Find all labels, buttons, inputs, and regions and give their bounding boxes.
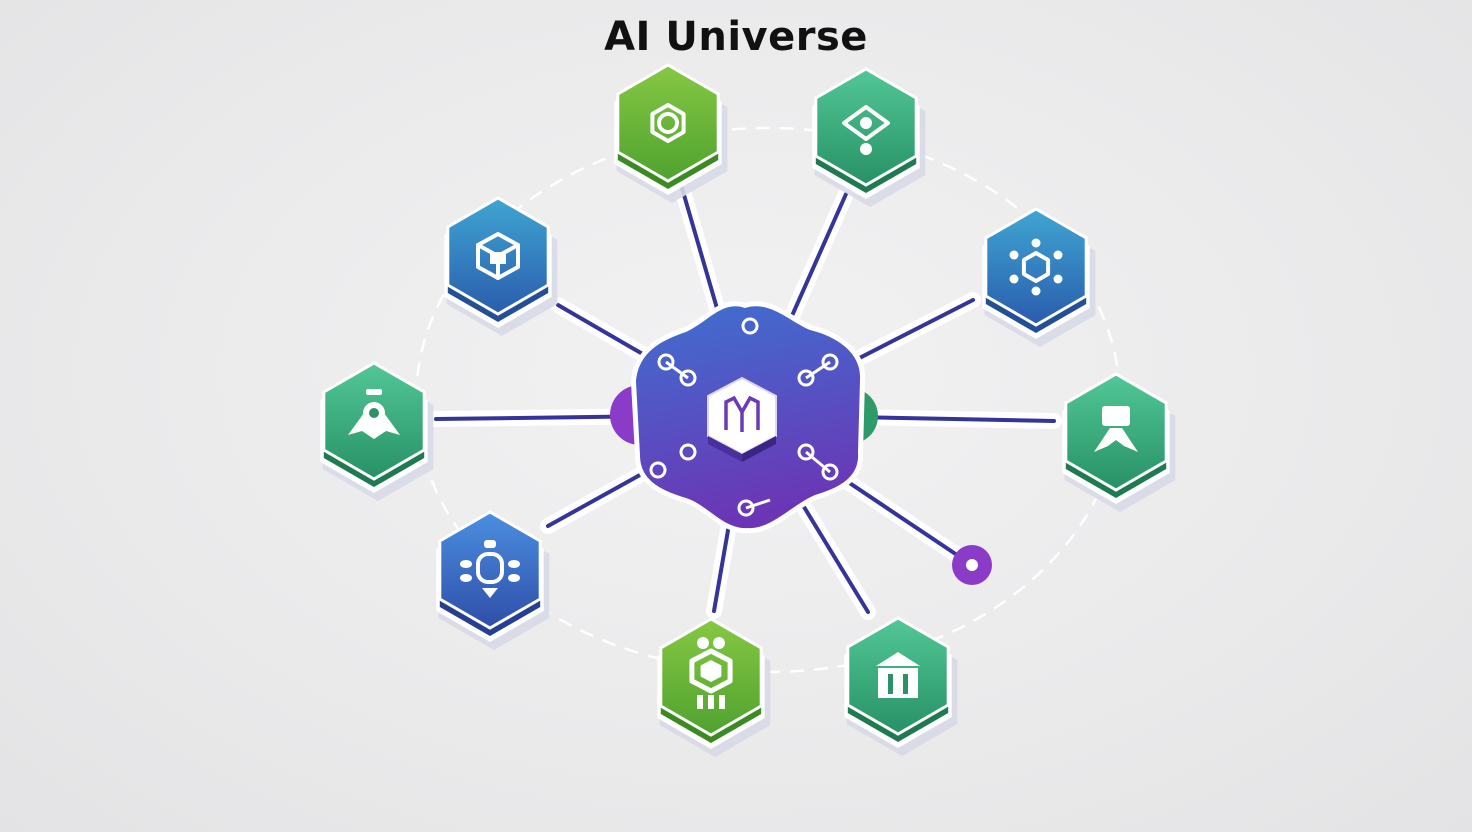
node-top-right-teal[interactable] (812, 67, 926, 207)
hub-circuit-dot (821, 353, 839, 371)
beetle-bot-icon (460, 540, 520, 598)
person-icon (1094, 406, 1138, 452)
cube-logo-icon (707, 376, 777, 462)
node-left-teal[interactable] (320, 361, 434, 501)
pillar-building-icon (876, 652, 920, 698)
node-right-teal[interactable] (1062, 372, 1176, 512)
eye-pin-icon (842, 105, 890, 155)
hub-circuit-dot (649, 461, 667, 479)
page-title: AI Universe (604, 14, 868, 60)
hub-circuit-dot (797, 443, 815, 461)
cube-stack-icon (476, 232, 520, 280)
hub-circuit-dot (741, 317, 759, 335)
hub-circuit-dot (679, 369, 697, 387)
node-left-lower-blue[interactable] (436, 510, 550, 650)
hub-circuit-dot (679, 443, 697, 461)
nodes (320, 63, 1176, 757)
node-bottom-right-teal[interactable] (844, 616, 958, 756)
node-bottom-green[interactable] (657, 617, 771, 757)
central-hub[interactable] (610, 301, 878, 534)
hub-circuit-dot (821, 463, 839, 481)
molecule-network-icon (1009, 238, 1063, 296)
hub-circuit-dot (737, 499, 755, 517)
hub-circuit-dot (657, 353, 675, 371)
robot-head-icon (348, 389, 400, 439)
endpoint-dot[interactable] (952, 545, 992, 585)
hexagon-ring-icon (650, 103, 686, 143)
node-top-left-green[interactable] (614, 63, 728, 203)
node-right-upper-blue[interactable] (982, 207, 1096, 347)
node-left-upper-blue[interactable] (444, 196, 558, 336)
hub-circuit-dot (797, 369, 815, 387)
hex-robot-icon (689, 637, 733, 709)
